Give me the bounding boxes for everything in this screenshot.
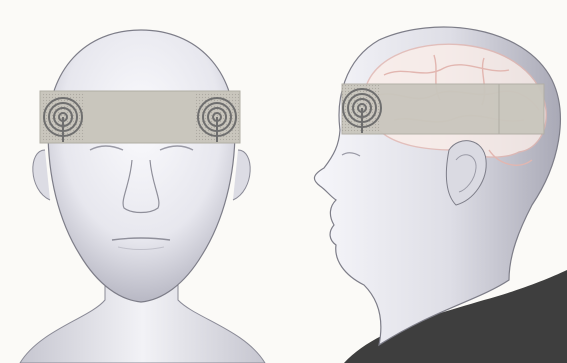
side-view-panel <box>284 0 567 363</box>
right-ear <box>233 150 250 200</box>
right-electrode <box>195 92 239 142</box>
front-electrode <box>342 85 381 133</box>
left-ear <box>33 150 50 200</box>
side-view-head <box>284 0 567 363</box>
front-view-head <box>0 0 283 363</box>
electrode-headband-side <box>342 84 544 134</box>
face <box>48 30 235 302</box>
electrode-headband <box>40 91 240 143</box>
left-electrode <box>41 92 85 142</box>
front-view-panel <box>0 0 283 363</box>
